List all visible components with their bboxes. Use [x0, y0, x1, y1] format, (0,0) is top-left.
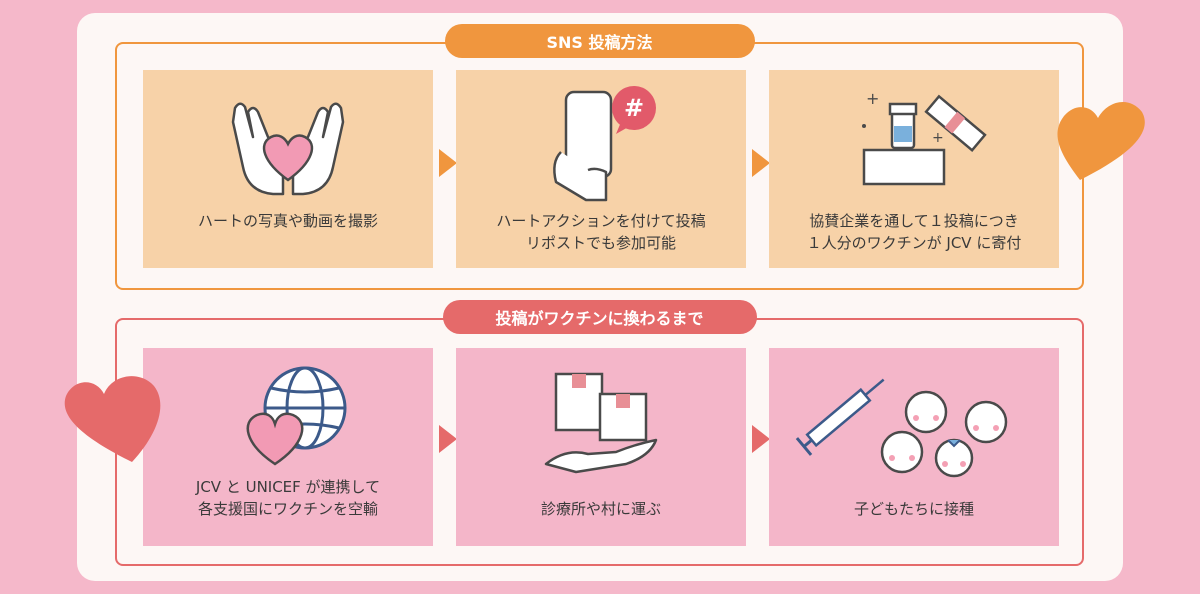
syringe-kids-icon — [795, 378, 1008, 478]
hands-heart-icon — [231, 102, 345, 196]
phone-hashtag-icon: # — [553, 86, 656, 202]
step-label-line2: リポストでも参加可能 — [525, 234, 676, 252]
step-deliver: 診療所や村に運ぶ — [456, 348, 746, 546]
red-heart-icon — [64, 376, 161, 462]
orange-heart-icon — [1057, 101, 1145, 180]
section-sns-posting: SNS 投稿方法 ハートの写真や動画を撮影 # — [115, 24, 1084, 290]
step-label-line1: ハートアクションを付けて投稿 — [496, 212, 706, 230]
section-title: 投稿がワクチンに換わるまで — [442, 300, 757, 334]
step-label-line2: 各支援国にワクチンを空輸 — [197, 500, 378, 518]
svg-text:+: + — [932, 130, 944, 146]
step-label-line2: １人分のワクチンが JCV に寄付 — [806, 234, 1022, 252]
step-label-line1: 協賛企業を通して１投稿につき — [809, 212, 1019, 230]
globe-heart-icon — [246, 366, 347, 466]
arrow-icon — [439, 425, 457, 453]
svg-text:#: # — [624, 94, 644, 122]
svg-text:+: + — [866, 89, 879, 108]
step-take-photo: ハートの写真や動画を撮影 — [143, 70, 433, 268]
arrow-icon — [439, 149, 457, 177]
section-title: SNS 投稿方法 — [444, 24, 755, 58]
step-post-with-heart: # ハートアクションを付けて投稿 リポストでも参加可能 — [456, 70, 746, 268]
step-label: 子どもたちに接種 — [853, 500, 974, 518]
step-label: 診療所や村に運ぶ — [540, 500, 661, 518]
step-label-line1: JCV と UNICEF が連携して — [195, 478, 381, 496]
step-vaccinate: 子どもたちに接種 — [769, 348, 1059, 546]
step-airlift: JCV と UNICEF が連携して 各支援国にワクチンを空輸 — [143, 348, 433, 546]
boxes-hand-icon — [544, 372, 658, 474]
arrow-icon — [752, 149, 770, 177]
step-vaccine-donation: + + 協賛企業を通して１投稿につき １人分のワクチンが JCV に寄付 — [769, 70, 1059, 268]
arrow-icon — [752, 425, 770, 453]
vaccine-box-icon: + + — [862, 89, 987, 186]
step-label: ハートの写真や動画を撮影 — [197, 212, 378, 230]
section-post-to-vaccine: 投稿がワクチンに換わるまで JCV と UNICEF が連携して 各支援国にワク… — [115, 300, 1084, 566]
